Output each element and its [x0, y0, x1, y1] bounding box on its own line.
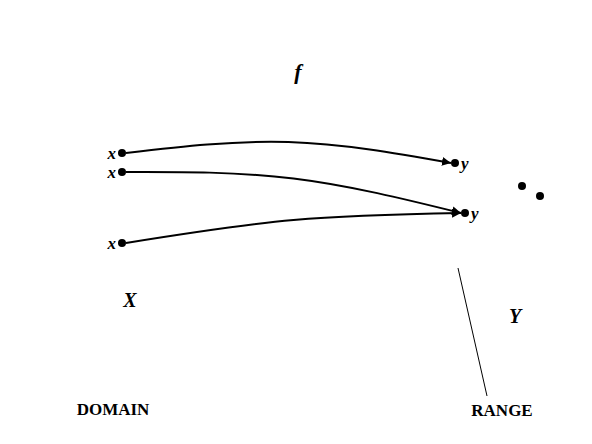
chalk-sticks — [3, 292, 62, 339]
text-holder: DOMAIN — [77, 401, 150, 419]
domain-set: XDOMAINxxx — [65, 55, 215, 325]
set-outline — [65, 55, 215, 325]
element-dot — [451, 159, 459, 167]
set-name: X — [123, 290, 136, 310]
codomain-set: YRANGEyy — [396, 80, 560, 380]
chalk-scribble — [6, 373, 40, 413]
element-label: x — [106, 145, 119, 162]
mapping-arrow — [126, 172, 461, 213]
codomain-point — [536, 192, 544, 200]
set-ellipse — [66, 56, 214, 324]
set-ellipse — [413, 130, 512, 301]
set-caption: RANGE — [471, 402, 532, 419]
domain-element: x — [106, 235, 127, 252]
mapping-arrow — [126, 213, 461, 243]
set-caption: DOMAIN — [77, 401, 150, 418]
function-name: f — [294, 61, 301, 83]
element-dot — [118, 239, 126, 247]
chalk-stick — [3, 292, 44, 311]
set-name: Y — [509, 306, 521, 326]
element-label: y — [459, 155, 471, 172]
chalk-scribble — [5, 245, 28, 262]
text-holder: X — [123, 290, 136, 311]
range-element: y — [461, 205, 481, 222]
element-dot — [461, 209, 469, 217]
mapping-arrow — [126, 142, 451, 163]
element-label: x — [106, 235, 119, 252]
chalk-stick — [20, 309, 63, 339]
domain-element: x — [106, 164, 127, 181]
set-ellipse — [397, 81, 559, 379]
domain-element: x — [106, 145, 127, 162]
chalk-scribbles — [2, 10, 40, 413]
leader-line — [458, 268, 487, 396]
range-set: RANGEyy — [412, 129, 512, 301]
element-label: y — [469, 205, 481, 222]
text-holder: Y — [509, 306, 521, 327]
codomain-point — [518, 182, 526, 190]
chalkboard-strip — [0, 0, 62, 444]
element-label: x — [106, 164, 119, 181]
chalk-scribble — [2, 10, 32, 120]
range-element: y — [451, 155, 471, 172]
text-holder: f — [294, 61, 301, 83]
text-holder: RANGE — [471, 402, 532, 420]
element-dot — [118, 168, 126, 176]
set-outline — [396, 80, 560, 380]
element-dot — [118, 149, 126, 157]
